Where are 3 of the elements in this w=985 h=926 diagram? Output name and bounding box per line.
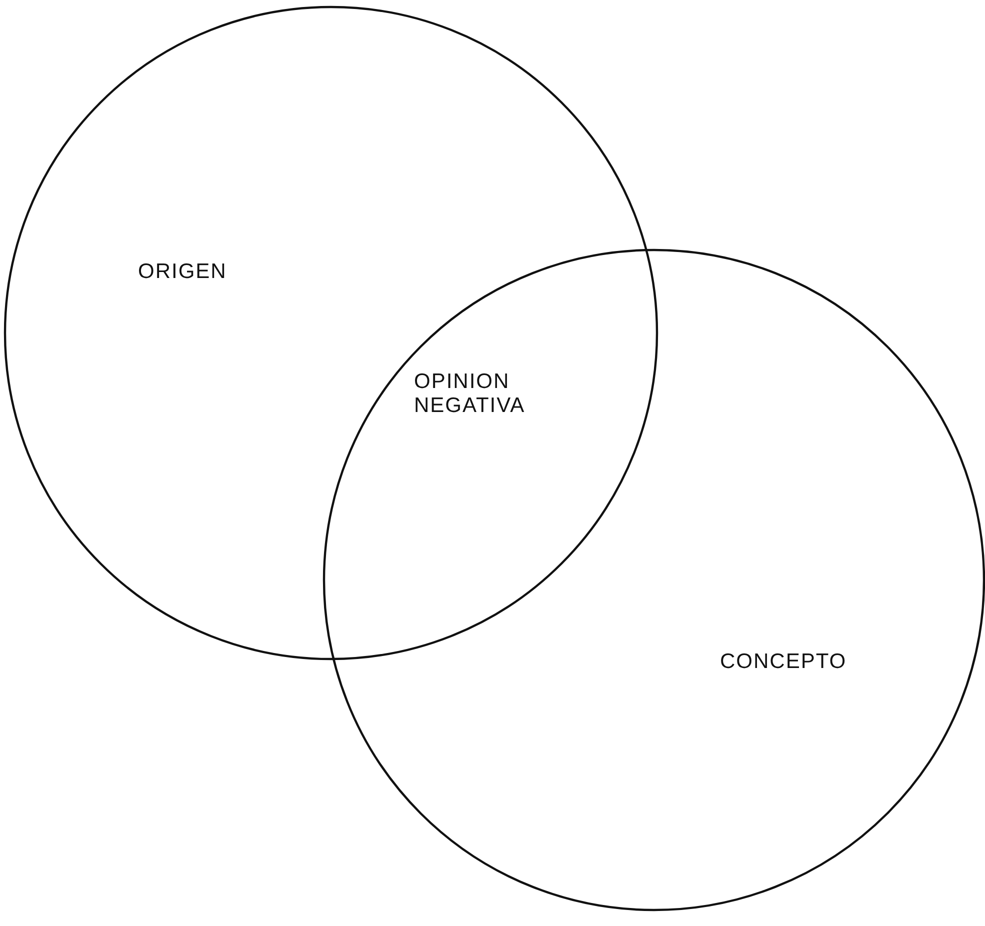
- set-label: ORIGEN: [138, 260, 227, 284]
- overlap-label: OPINION NEGATIVA: [414, 370, 524, 418]
- set-label: CONCEPTO: [720, 650, 847, 674]
